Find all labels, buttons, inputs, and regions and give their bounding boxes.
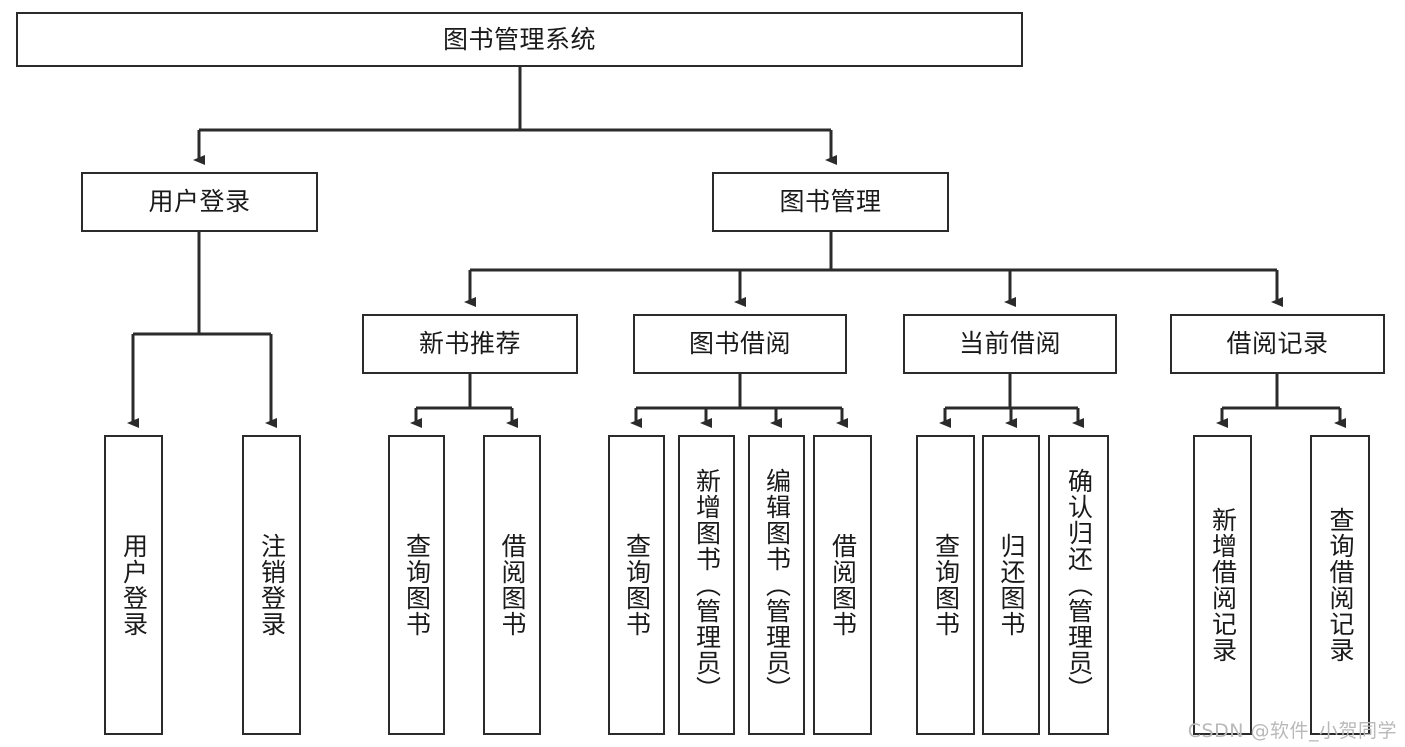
- node-current-borrow: 当前借阅: [903, 314, 1117, 374]
- leaf-borrow-record-query: 查询借阅记录: [1310, 435, 1370, 735]
- leaf-user-login-login: 用户登录: [104, 435, 163, 735]
- node-new-book-recommend: 新书推荐: [362, 314, 578, 374]
- node-borrow-record-label: 借阅记录: [1226, 329, 1329, 359]
- node-user-login-label: 用户登录: [148, 187, 251, 217]
- node-user-login: 用户登录: [81, 172, 318, 232]
- node-book-management: 图书管理: [712, 172, 949, 232]
- leaf-label: 注销登录: [257, 533, 287, 637]
- node-root: 图书管理系统: [16, 12, 1023, 67]
- leaf-label: 查询图书: [622, 533, 652, 637]
- node-new-book-recommend-label: 新书推荐: [418, 329, 521, 359]
- leaf-current-borrow-query: 查询图书: [916, 435, 975, 735]
- leaf-current-borrow-confirm-return: 确认归还（管理员）: [1048, 435, 1109, 735]
- leaf-label: 查询图书: [402, 533, 432, 637]
- leaf-borrow-record-add: 新增借阅记录: [1193, 435, 1252, 735]
- leaf-new-book-query: 查询图书: [388, 435, 445, 735]
- leaf-label: 新增图书（管理员）: [692, 468, 722, 702]
- leaf-book-borrow-add: 新增图书（管理员）: [678, 435, 735, 735]
- leaf-book-borrow-query: 查询图书: [608, 435, 665, 735]
- leaf-label: 借阅图书: [828, 533, 858, 637]
- node-book-borrow: 图书借阅: [633, 314, 847, 374]
- leaf-book-borrow-borrow: 借阅图书: [813, 435, 872, 735]
- node-current-borrow-label: 当前借阅: [958, 329, 1061, 359]
- node-borrow-record: 借阅记录: [1170, 314, 1385, 374]
- leaf-label: 查询借阅记录: [1326, 507, 1355, 663]
- leaf-current-borrow-return: 归还图书: [982, 435, 1040, 735]
- leaf-label: 归还图书: [997, 533, 1026, 637]
- leaf-label: 用户登录: [119, 533, 149, 637]
- leaf-label: 新增借阅记录: [1208, 507, 1238, 663]
- leaf-label: 查询图书: [931, 533, 961, 637]
- leaf-new-book-borrow: 借阅图书: [483, 435, 541, 735]
- node-root-label: 图书管理系统: [442, 24, 596, 54]
- leaf-label: 确认归还（管理员）: [1064, 468, 1094, 702]
- leaf-book-borrow-edit: 编辑图书（管理员）: [748, 435, 805, 735]
- leaf-user-login-logout: 注销登录: [242, 435, 301, 735]
- leaf-label: 编辑图书（管理员）: [762, 468, 792, 702]
- leaf-label: 借阅图书: [498, 533, 527, 637]
- node-book-management-label: 图书管理: [779, 187, 882, 217]
- node-book-borrow-label: 图书借阅: [688, 329, 791, 359]
